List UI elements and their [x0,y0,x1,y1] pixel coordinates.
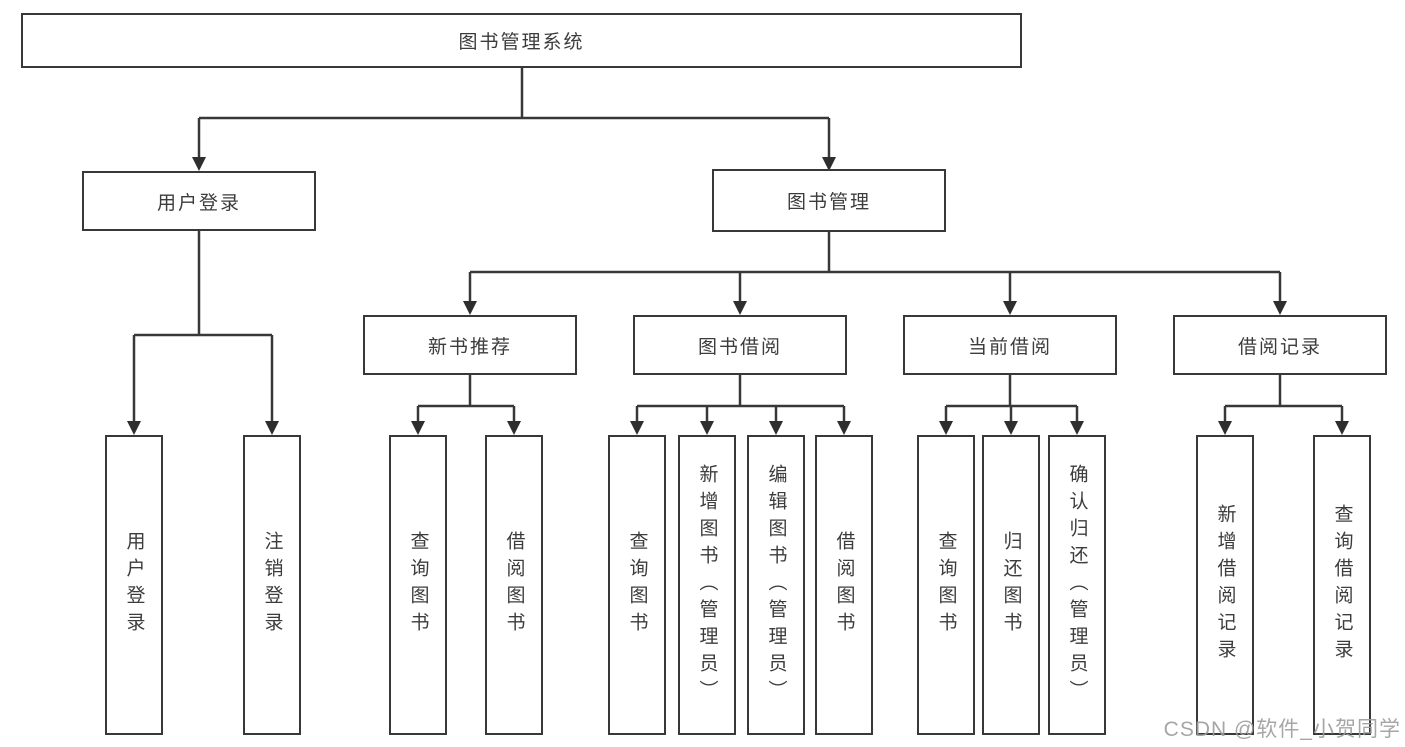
leaf-recommend-query-books-label: 查询图书 [407,531,429,639]
csdn-watermark: CSDN @软件_小贺同学 [1163,718,1401,741]
leaf-add-book-admin-label: 新增图书（管理员） [696,463,718,707]
node-user-login-label: 用户登录 [156,192,241,214]
node-book-borrow-label: 图书借阅 [697,336,782,358]
node-new-book-recommend: 新书推荐 [363,315,577,375]
edge-current-borrow-to-leaves [939,375,1084,435]
leaf-edit-book-admin: 编辑图书（管理员） [747,435,805,735]
leaf-query-borrow-record: 查询借阅记录 [1313,435,1371,735]
leaf-add-borrow-record-label: 新增借阅记录 [1214,504,1236,666]
node-borrow-records: 借阅记录 [1173,315,1387,375]
edge-new-book-recommend-to-leaves [411,375,521,435]
leaf-borrow-query-books: 查询图书 [608,435,666,735]
leaf-add-borrow-record: 新增借阅记录 [1196,435,1254,735]
leaf-query-borrow-record-label: 查询借阅记录 [1331,504,1353,666]
leaf-borrow-query-books-label: 查询图书 [626,531,648,639]
leaf-current-query-books-label: 查询图书 [935,531,957,639]
edge-borrow-records-to-leaves [1218,375,1349,435]
edge-root-to-level2 [192,68,836,171]
leaf-confirm-return-admin: 确认归还（管理员） [1048,435,1106,735]
node-new-book-recommend-label: 新书推荐 [427,336,512,358]
node-current-borrow: 当前借阅 [903,315,1117,375]
leaf-logout-label: 注销登录 [261,531,283,639]
edge-book-management-to-level3 [463,232,1287,315]
leaf-user-login: 用户登录 [105,435,163,735]
leaf-logout: 注销登录 [243,435,301,735]
node-library-system-label: 图书管理系统 [458,32,585,53]
leaf-confirm-return-admin-label: 确认归还（管理员） [1066,463,1088,707]
node-library-system: 图书管理系统 [21,13,1022,68]
node-user-login: 用户登录 [82,171,316,231]
leaf-return-books: 归还图书 [982,435,1040,735]
leaf-edit-book-admin-label: 编辑图书（管理员） [765,463,787,707]
leaf-current-query-books: 查询图书 [917,435,975,735]
leaf-add-book-admin: 新增图书（管理员） [678,435,736,735]
node-book-management: 图书管理 [712,169,946,232]
leaf-recommend-query-books: 查询图书 [389,435,447,735]
node-current-borrow-label: 当前借阅 [967,336,1052,358]
leaf-borrow-borrow-books: 借阅图书 [815,435,873,735]
node-book-borrow: 图书借阅 [633,315,847,375]
leaf-recommend-borrow-books-label: 借阅图书 [503,531,525,639]
edge-book-borrow-to-leaves [630,375,851,435]
node-book-management-label: 图书管理 [786,192,871,213]
leaf-return-books-label: 归还图书 [1000,531,1022,639]
leaf-borrow-borrow-books-label: 借阅图书 [833,531,855,639]
leaf-user-login-label: 用户登录 [123,531,145,639]
node-borrow-records-label: 借阅记录 [1237,336,1322,358]
leaf-recommend-borrow-books: 借阅图书 [485,435,543,735]
edge-user-login-to-leaves [127,231,279,435]
